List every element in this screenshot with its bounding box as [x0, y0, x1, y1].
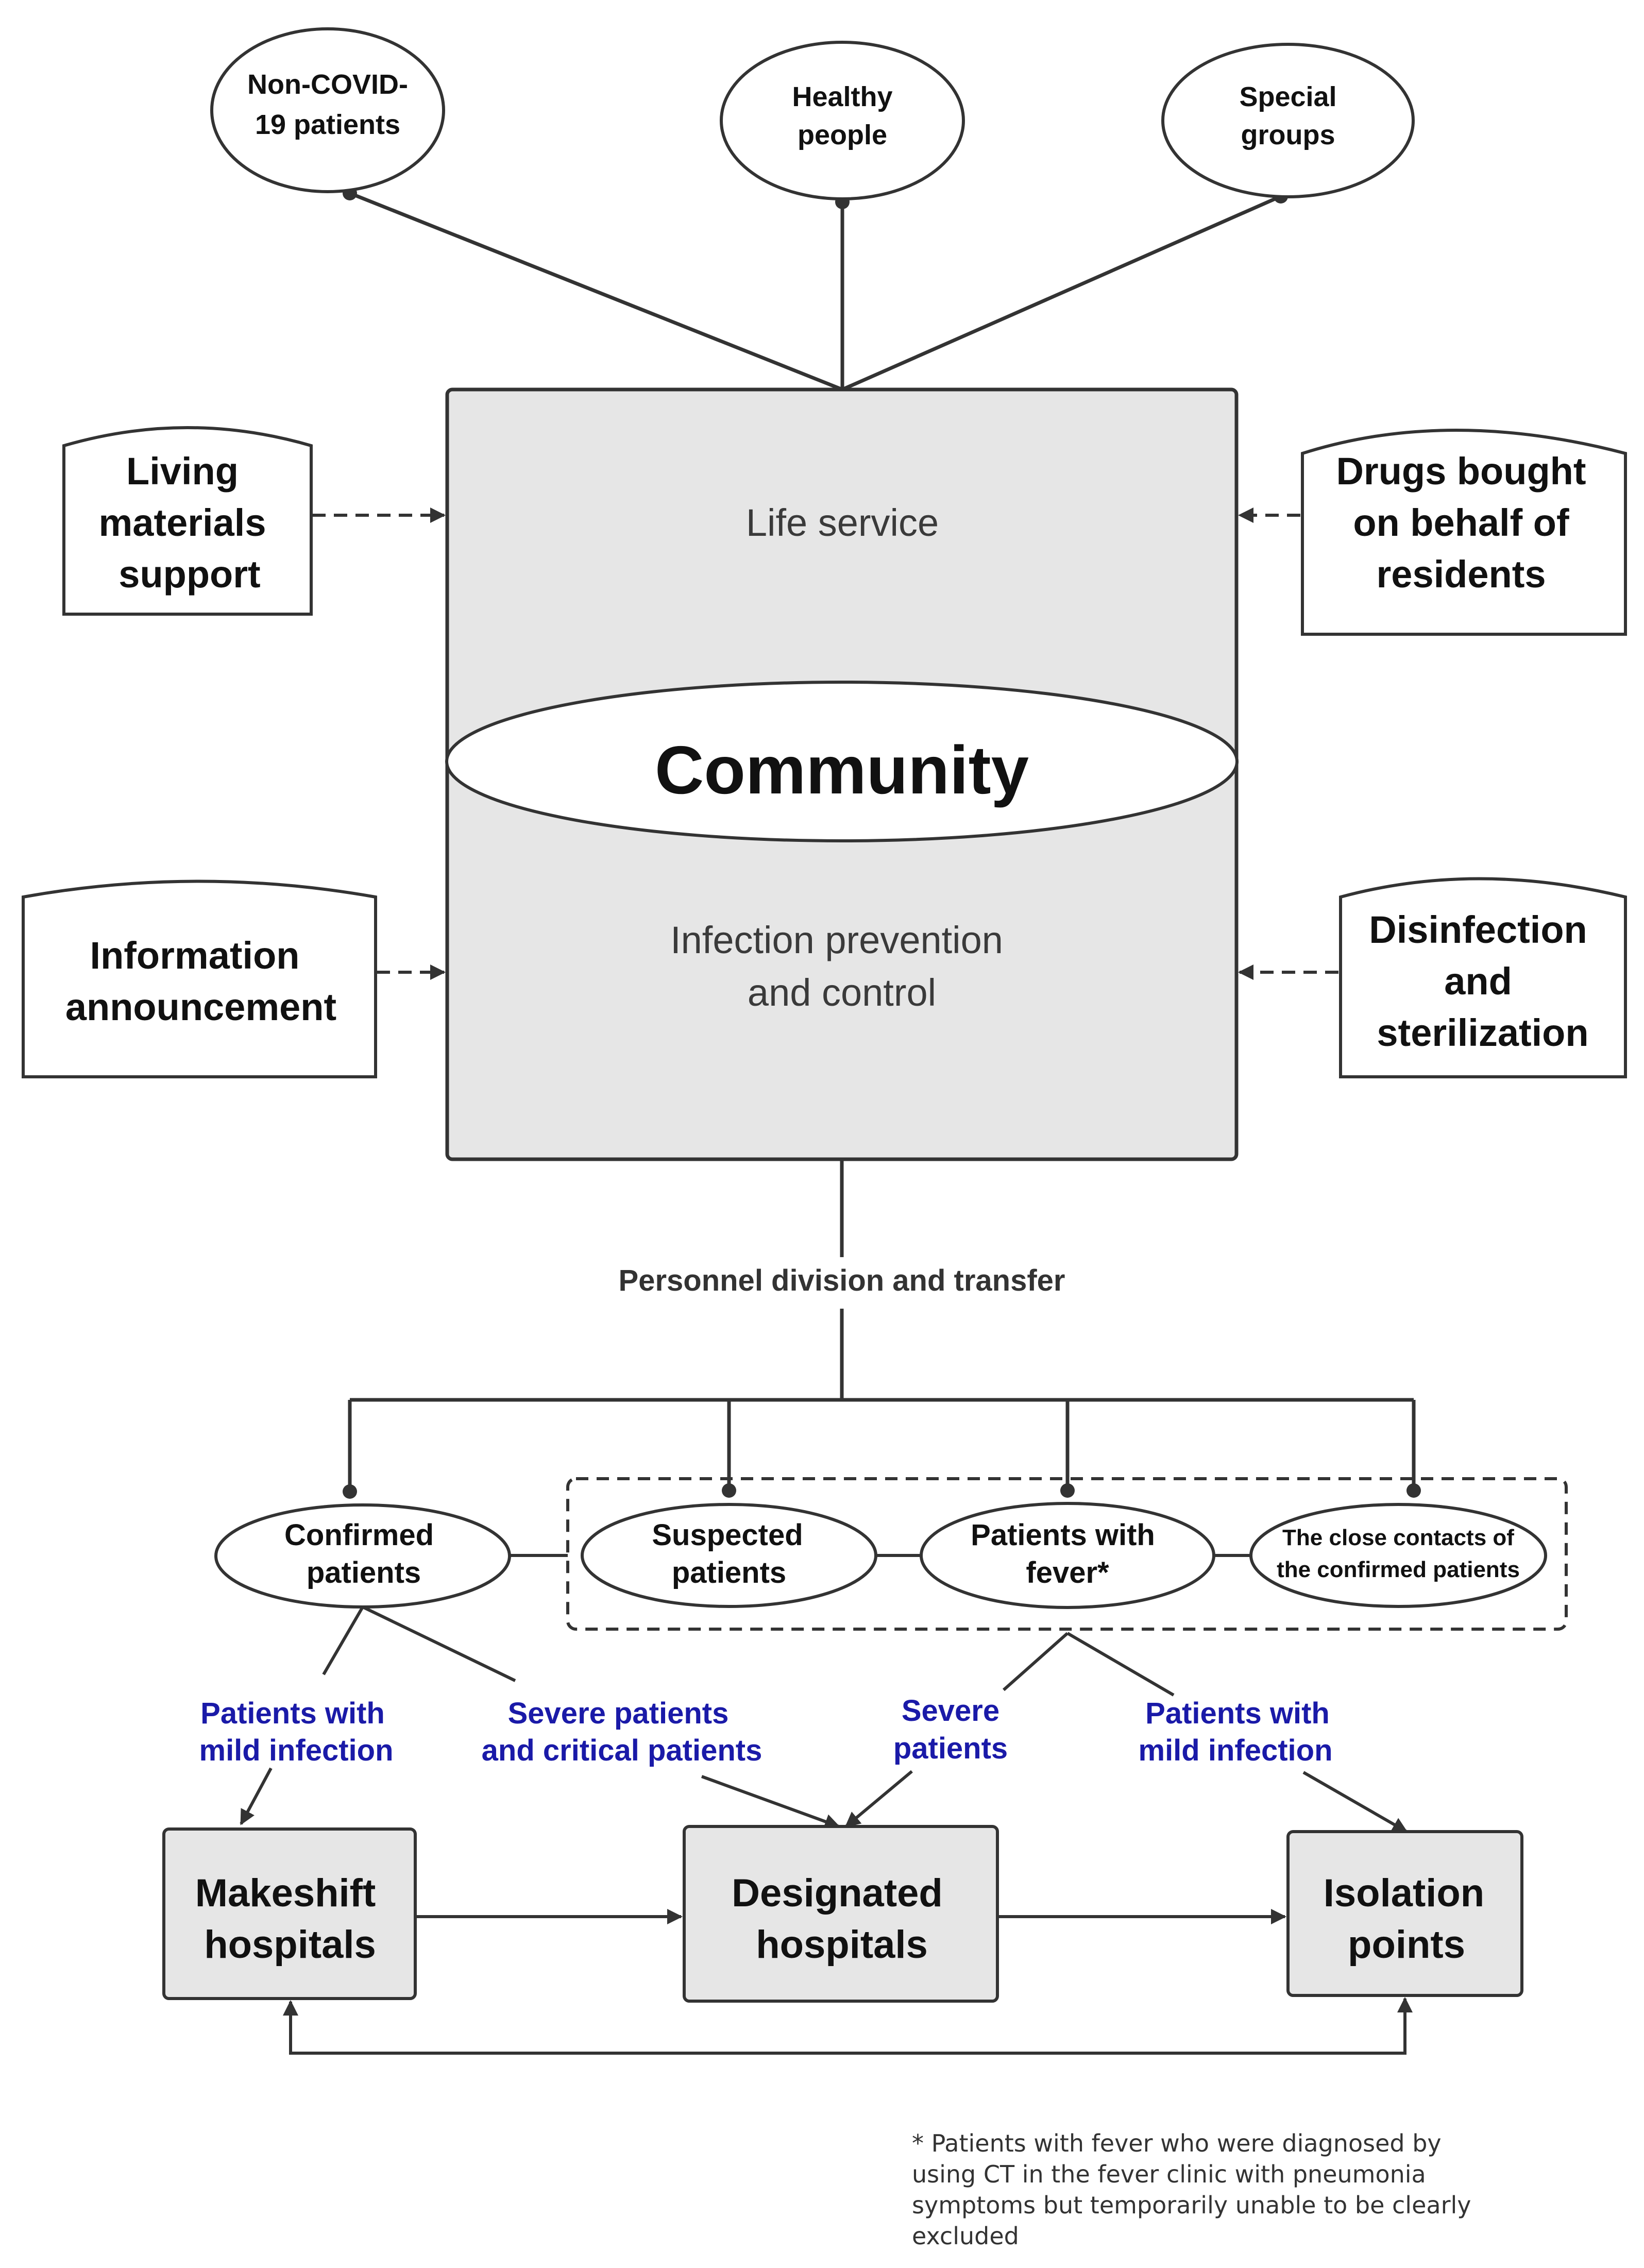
transfer-trunk	[348, 1159, 1416, 1492]
designated-line-2: hospitals	[756, 1923, 928, 1967]
disinfection-line-3: sterilization	[1377, 1011, 1588, 1054]
flow-label-mild-right: Patients with mild infection	[1139, 1697, 1333, 1767]
footnote-line-1: * Patients with fever who were diagnosed…	[912, 2129, 1442, 2157]
severe-line-2: patients	[893, 1732, 1008, 1765]
node-fever-patients: Patients with fever*	[920, 1502, 1215, 1609]
mild-left-line-2: mild infection	[199, 1734, 394, 1767]
drugs-line-3: residents	[1376, 553, 1546, 596]
support-drugs: Drugs bought on behalf of residents	[1301, 429, 1627, 636]
support-arrows	[312, 507, 1338, 980]
dot-fever	[1060, 1483, 1075, 1498]
designated-line-1: Designated	[732, 1871, 943, 1915]
infection-prevention-line-1: Infection prevention	[670, 919, 1003, 961]
branch-dots	[343, 1483, 1421, 1499]
suspected-line-1: Suspected	[652, 1518, 803, 1552]
facility-designated-hospitals: Designated hospitals	[683, 1825, 999, 2003]
node-healthy-people: Healthy people	[720, 41, 965, 200]
contacts-line-2: the confirmed patients	[1277, 1557, 1520, 1582]
information-line-1: Information	[90, 934, 300, 977]
contacts-line-1: The close contacts of	[1282, 1525, 1514, 1550]
makeshift-line-1: Makeshift	[195, 1871, 376, 1915]
isolation-line-1: Isolation	[1324, 1871, 1484, 1915]
confirmed-line-2: patients	[307, 1556, 421, 1589]
non-covid-line-2: 19 patients	[255, 109, 400, 140]
suspected-group-box	[566, 1477, 1568, 1631]
footnote: * Patients with fever who were diagnosed…	[912, 2128, 1510, 2252]
flow-label-severe-critical: Severe patients and critical patients	[482, 1697, 762, 1767]
flow-mild-right	[1066, 1632, 1175, 1697]
flow-mild-left	[322, 1606, 364, 1675]
node-close-contacts: The close contacts of the confirmed pati…	[1249, 1503, 1547, 1608]
flow-label-severe: Severe patients	[893, 1694, 1008, 1765]
transfer-label: Personnel division and transfer	[619, 1264, 1065, 1297]
support-information: Information announcement	[22, 879, 377, 1078]
footnote-line-4: excluded	[912, 2222, 1019, 2250]
dot-contacts	[1406, 1483, 1421, 1498]
connector-non-covid	[349, 191, 843, 392]
confirmed-line-1: Confirmed	[284, 1518, 434, 1552]
non-covid-line-1: Non-COVID-	[247, 69, 408, 100]
community-box: Life service Community Infection prevent…	[445, 387, 1239, 1161]
node-non-covid-patients: Non-COVID- 19 patients	[210, 27, 445, 193]
flow-label-mild-left: Patients with mild infection	[199, 1697, 394, 1767]
community-ellipse	[445, 681, 1239, 842]
top-connectors	[349, 191, 1282, 392]
living-materials-line-1: Living	[126, 450, 239, 493]
support-disinfection: Disinfection and sterilization	[1339, 877, 1627, 1078]
support-living-materials: Living materials support	[62, 426, 313, 616]
fever-line-2: fever*	[1026, 1556, 1109, 1589]
facility-isolation-points: Isolation points	[1286, 1830, 1523, 1997]
node-suspected-patients: Suspected patients	[581, 1503, 877, 1608]
drugs-line-2: on behalf of	[1353, 501, 1569, 544]
mild-right-line-2: mild infection	[1139, 1734, 1333, 1767]
node-special-groups: Special groups	[1161, 43, 1415, 198]
arrow-makeshift-isolation-loop	[283, 1997, 1413, 2055]
suspected-line-2: patients	[672, 1556, 786, 1589]
disinfection-line-2: and	[1444, 960, 1512, 1003]
flow-lines	[240, 1605, 1408, 1833]
dot-suspected	[722, 1483, 736, 1498]
connector-special	[841, 194, 1282, 392]
makeshift-line-2: hospitals	[204, 1923, 376, 1967]
drugs-line-1: Drugs bought	[1336, 450, 1586, 493]
disinfection-line-1: Disinfection	[1369, 908, 1587, 951]
infection-prevention-line-2: and control	[748, 971, 936, 1014]
flow-severe	[1003, 1632, 1069, 1691]
healthy-line-2: people	[798, 120, 887, 150]
mild-left-line-1: Patients with	[200, 1697, 385, 1730]
living-materials-line-2: materials	[99, 501, 266, 544]
severe-critical-line-1: Severe patients	[508, 1697, 729, 1730]
information-line-2: announcement	[65, 986, 336, 1028]
footnote-line-3: symptoms but temporarily unable to be cl…	[912, 2191, 1471, 2219]
community-title: Community	[655, 732, 1029, 808]
living-materials-line-3: support	[118, 553, 260, 596]
isolation-line-2: points	[1348, 1923, 1465, 1967]
facility-arrows	[283, 1909, 1413, 2055]
facility-makeshift-hospitals: Makeshift hospitals	[162, 1827, 417, 2000]
mild-right-line-1: Patients with	[1145, 1697, 1330, 1730]
footnote-line-2: using CT in the fever clinic with pneumo…	[912, 2160, 1426, 2188]
node-confirmed-patients: Confirmed patients	[214, 1503, 511, 1609]
life-service-label: Life service	[746, 501, 939, 544]
special-line-2: groups	[1241, 120, 1335, 150]
severe-critical-line-2: and critical patients	[482, 1734, 762, 1767]
severe-line-1: Severe	[902, 1694, 999, 1728]
fever-line-1: Patients with	[971, 1518, 1155, 1552]
dot-confirmed	[343, 1484, 357, 1499]
flow-severe-critical	[362, 1605, 516, 1682]
healthy-line-1: Healthy	[792, 81, 892, 112]
special-line-1: Special	[1239, 81, 1336, 112]
